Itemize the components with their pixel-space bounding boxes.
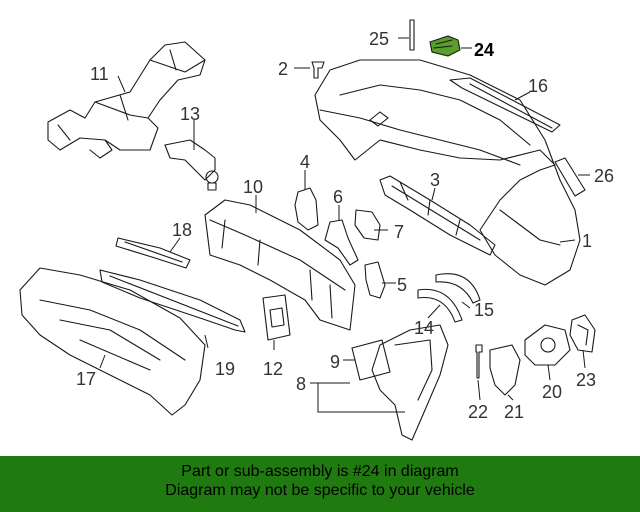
part-1-bumper-cover[interactable]: [314, 59, 581, 286]
callout-1: 1: [582, 231, 592, 251]
callout-11: 11: [90, 64, 109, 84]
part-2-clip[interactable]: [311, 61, 325, 79]
part-17-diffuser[interactable]: [19, 267, 206, 416]
part-10-reinforcement[interactable]: [204, 199, 356, 331]
callout-16: 16: [528, 76, 548, 96]
footer-line-1: Part or sub-assembly is #24 in diagram: [181, 463, 459, 480]
callout-9: 9: [330, 352, 340, 372]
part-26-trim[interactable]: [554, 157, 586, 197]
callout-24: 24: [474, 40, 494, 60]
callout-numbers: 11 2 25 24 16 13 4 26 10 3 6 7 1 18 5 15…: [76, 29, 614, 422]
part-16-strip[interactable]: [449, 77, 561, 133]
part-23-cover[interactable]: [569, 314, 596, 353]
part-5-bracket[interactable]: [364, 261, 386, 299]
callout-21: 21: [504, 402, 524, 422]
callout-12: 12: [263, 359, 283, 379]
parts-diagram: 11 2 25 24 16 13 4 26 10 3 6 7 1 18 5 15…: [19, 19, 614, 441]
footer-banner: Part or sub-assembly is #24 in diagram D…: [0, 456, 640, 512]
callout-17: 17: [76, 369, 96, 389]
callout-15: 15: [474, 300, 494, 320]
callout-5: 5: [397, 275, 407, 295]
part-20-housing[interactable]: [524, 324, 571, 366]
part-8-bracket[interactable]: [371, 324, 449, 441]
callout-23: 23: [576, 370, 596, 390]
part-18-strip[interactable]: [115, 237, 191, 269]
part-15-arch[interactable]: [435, 273, 481, 304]
callout-14: 14: [414, 318, 434, 338]
part-22-bolt[interactable]: [475, 344, 483, 379]
callout-18: 18: [172, 220, 192, 240]
callout-2: 2: [278, 59, 288, 79]
callout-8: 8: [296, 374, 306, 394]
callout-6: 6: [333, 187, 343, 207]
part-13-ball-mount[interactable]: [164, 139, 219, 191]
part-25-bracket[interactable]: [409, 19, 415, 51]
callout-10: 10: [243, 177, 263, 197]
callout-25: 25: [369, 29, 389, 49]
footer-line-2: Diagram may not be specific to your vehi…: [165, 482, 475, 499]
callout-20: 20: [542, 382, 562, 402]
part-9-plate[interactable]: [351, 339, 391, 381]
callout-3: 3: [430, 170, 440, 190]
callout-7: 7: [394, 222, 404, 242]
part-3-absorber[interactable]: [379, 175, 496, 256]
part-24-highlighted[interactable]: [429, 35, 461, 57]
part-11-hitch[interactable]: [47, 41, 206, 159]
callout-19: 19: [215, 359, 235, 379]
callout-13: 13: [180, 104, 200, 124]
callout-26: 26: [594, 166, 614, 186]
part-14-arch[interactable]: [417, 288, 463, 323]
part-4-bracket[interactable]: [294, 187, 319, 231]
part-12-plate[interactable]: [262, 294, 291, 341]
callout-4: 4: [300, 152, 310, 172]
part-19-molding[interactable]: [99, 269, 246, 333]
callout-22: 22: [468, 402, 488, 422]
part-6-bracket[interactable]: [324, 219, 359, 266]
part-7-bracket[interactable]: [354, 209, 381, 241]
leader-lines: [99, 37, 590, 413]
part-21-bracket[interactable]: [489, 344, 521, 396]
